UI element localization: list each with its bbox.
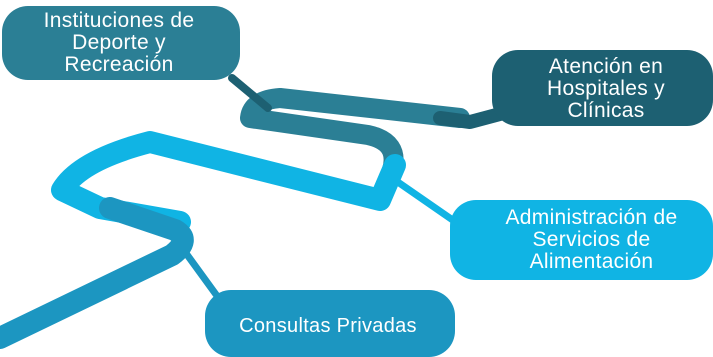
atencion-box (492, 50, 713, 126)
middle-loop-road (51, 131, 406, 233)
upper-loop-road (240, 88, 470, 180)
lower-road (0, 197, 194, 349)
consulta-box (205, 290, 455, 357)
deporte-connector (228, 74, 272, 112)
deporte-box (2, 6, 240, 80)
atencion-connector (433, 107, 507, 129)
atencion-label: Atención en Hospitales y Clínicas (547, 55, 665, 122)
consulta-connector (176, 241, 224, 304)
deporte-label: Instituciones de Deporte y Recreación (43, 9, 195, 76)
consulta-label: Consultas Privadas (239, 315, 417, 337)
admin-label: Administración de Servicios de Alimentac… (505, 206, 678, 273)
admin-box (450, 200, 713, 280)
